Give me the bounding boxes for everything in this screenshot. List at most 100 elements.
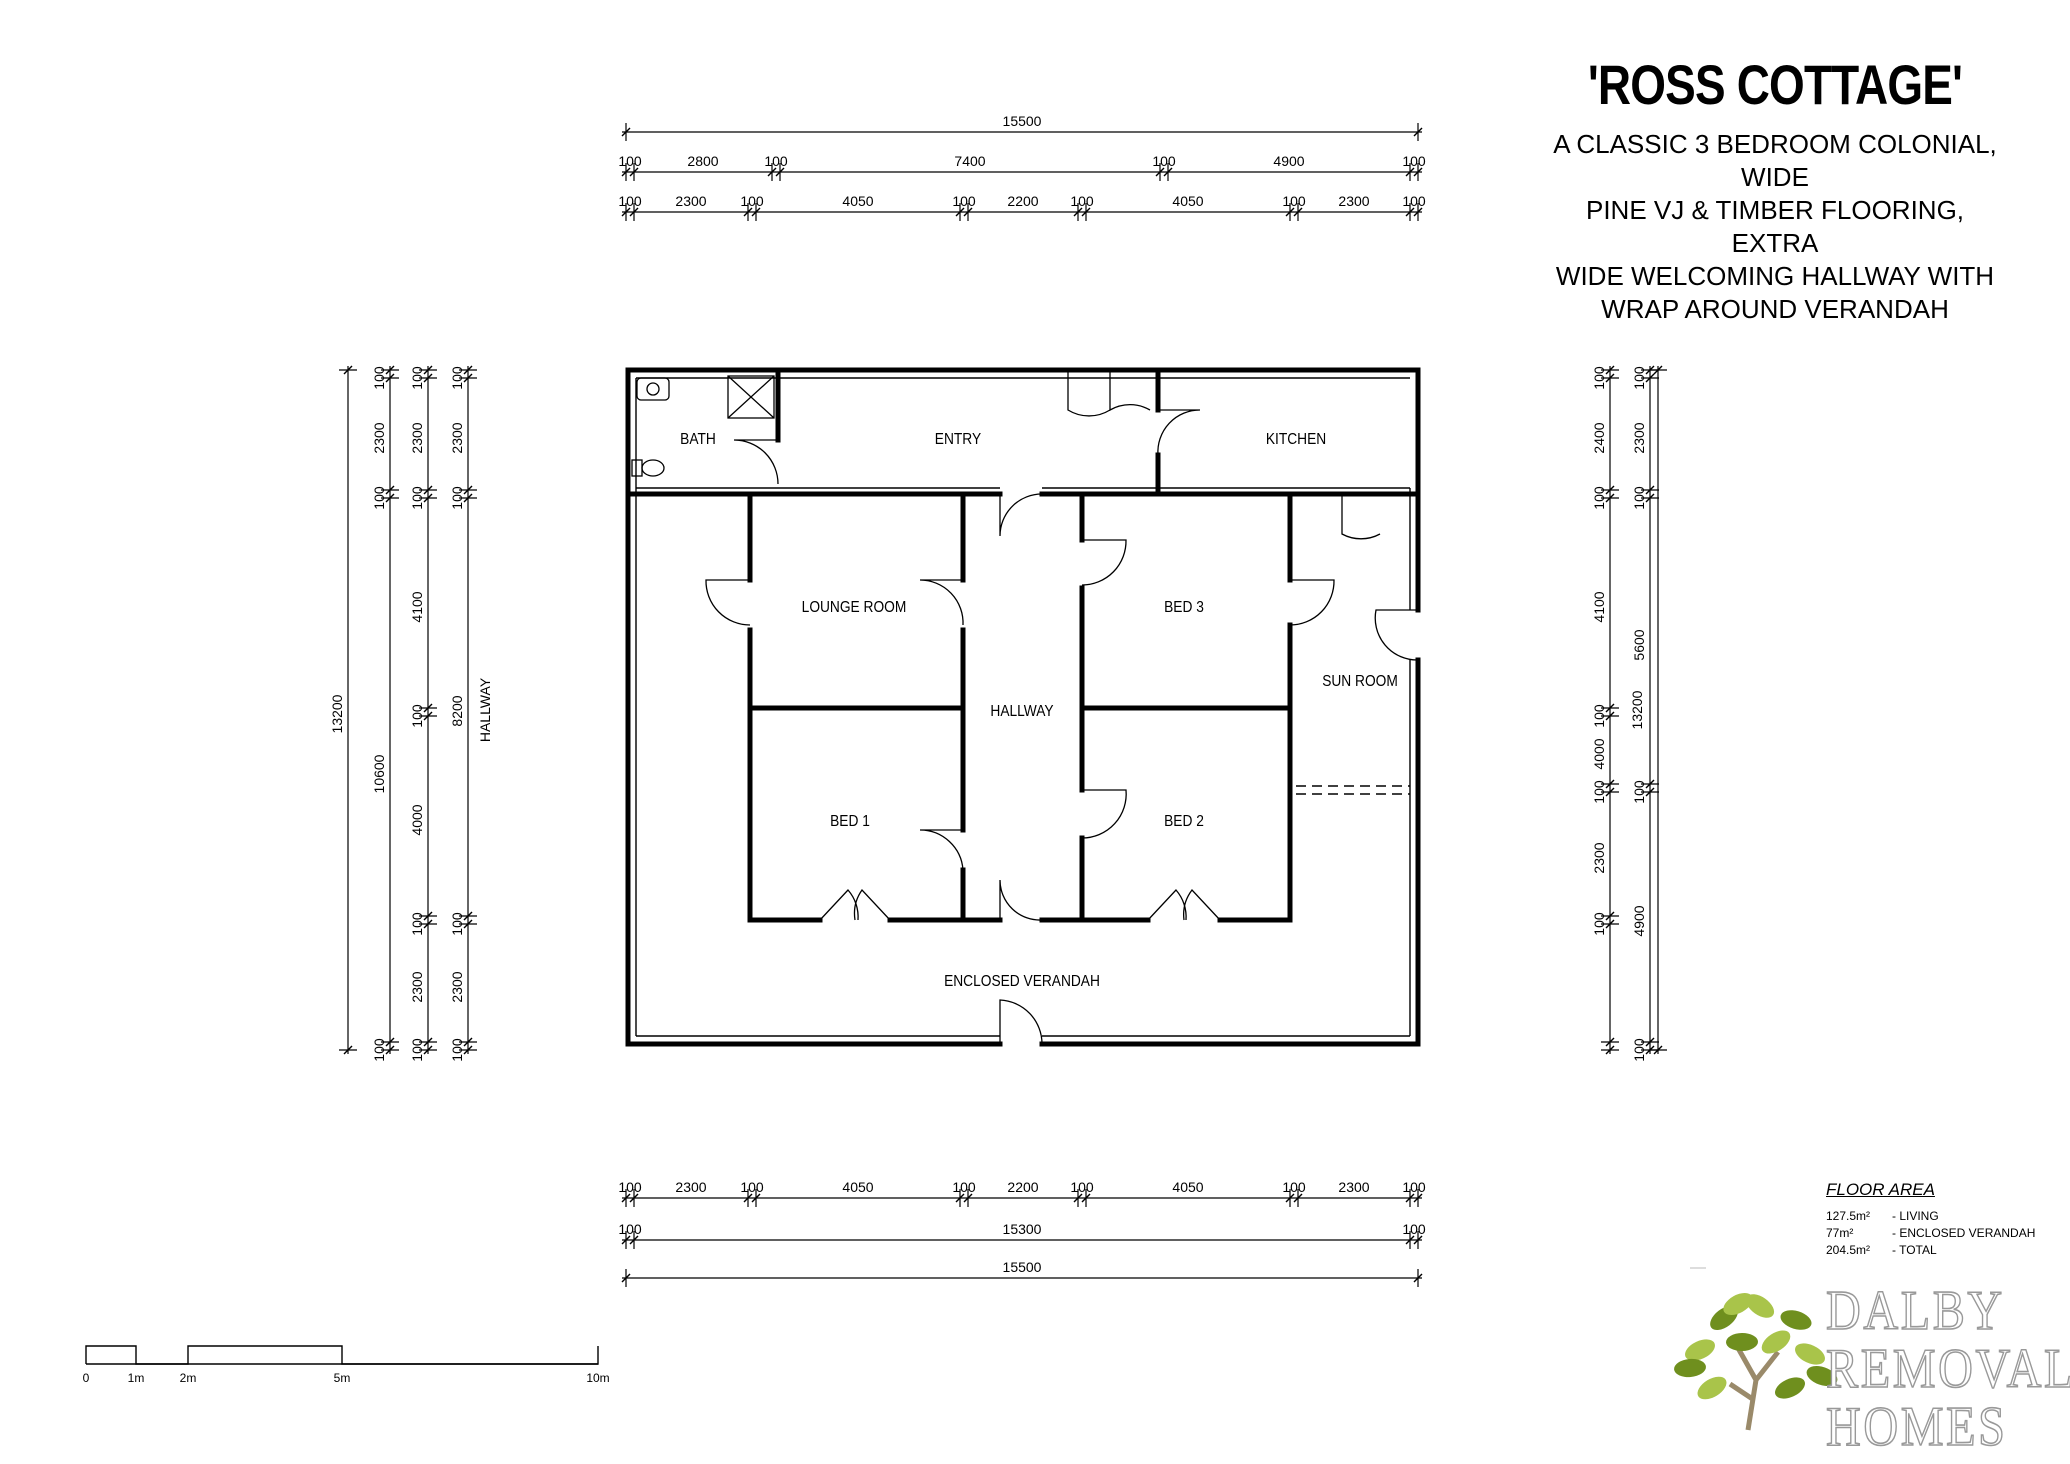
tree-leaf	[1775, 1377, 1805, 1399]
shower-icon	[727, 375, 775, 419]
dimension-label: 15500	[1003, 113, 1042, 129]
dimension-tick	[463, 493, 473, 503]
toilet-bowl-icon	[641, 459, 665, 477]
room-label: BED 3	[1164, 598, 1204, 616]
door-icon	[1341, 494, 1381, 540]
dimension-label: 100	[740, 1179, 764, 1195]
door-icon	[999, 493, 1043, 537]
dimension-label: 100	[449, 912, 465, 936]
room-label: ENCLOSED VERANDAH	[944, 972, 1100, 990]
dimension-label: 13200	[1629, 690, 1645, 729]
dimension-label: 100	[1070, 1179, 1094, 1195]
dimension-label: 100	[952, 193, 976, 209]
dimension-label: 100	[1402, 153, 1426, 169]
dimension-label: 100	[1631, 780, 1647, 804]
dimension-label: 100	[1631, 1038, 1647, 1062]
dimension-tick	[743, 1193, 753, 1203]
scale-bar-label: 0	[83, 1371, 90, 1385]
dimension-label: 100	[618, 1221, 642, 1237]
walls	[625, 367, 1421, 1047]
dimension-tick	[463, 1037, 473, 1047]
dimension-label: 100	[1402, 193, 1426, 209]
dimension-tick	[963, 1193, 973, 1203]
tree-leaf	[1674, 1358, 1706, 1378]
dimension-tick	[385, 365, 395, 375]
door-icon	[1183, 888, 1221, 921]
dimension-label: 100	[409, 366, 425, 390]
dimension-tick	[1405, 1193, 1415, 1203]
dimension-label: 100	[1591, 486, 1607, 510]
shower-cross-icon	[727, 375, 775, 419]
room-label: SUN ROOM	[1322, 672, 1398, 690]
dimension-tick	[1645, 1037, 1655, 1047]
dimension-label: 5600	[1631, 629, 1647, 660]
dimension-tick	[1645, 485, 1655, 495]
logo-line: DALBY	[1825, 1280, 2005, 1342]
dimension-label: 100	[449, 486, 465, 510]
tree-leaf	[1723, 1292, 1753, 1316]
scale-bar-label: 2m	[180, 1371, 197, 1385]
fixtures	[631, 375, 775, 477]
dimension-label: 100	[371, 486, 387, 510]
dimension-label: 2300	[1338, 193, 1369, 209]
logo-line: HOMES	[1825, 1396, 2008, 1458]
dimension-tick	[1413, 1235, 1423, 1245]
dimension-label: 100	[409, 704, 425, 728]
floor-area-label: - TOTAL	[1892, 1243, 1937, 1257]
dimension-tick	[1645, 493, 1655, 503]
door-icon	[1374, 609, 1419, 661]
floor-area-label: - LIVING	[1892, 1209, 1939, 1223]
room-label: BATH	[680, 430, 716, 448]
dimension-label: 2200	[1007, 1179, 1038, 1195]
dimension-tick	[1405, 167, 1415, 177]
dimension-tick	[1405, 1235, 1415, 1245]
dimension-tick	[1605, 493, 1615, 503]
room-label: BED 2	[1164, 812, 1204, 830]
dimension-tick	[463, 911, 473, 921]
dimension-label: 2300	[449, 422, 465, 453]
dimension-label: 100	[449, 366, 465, 390]
dimension-label: 2300	[409, 971, 425, 1002]
tree-leaf	[1761, 1330, 1791, 1354]
description-line: WRAP AROUND VERANDAH	[1601, 294, 1949, 324]
dimension-tick	[423, 1037, 433, 1047]
dimension-tick	[423, 1045, 433, 1055]
dimension-chain-left-1: 13200	[329, 365, 357, 1055]
dimension-label: 100	[449, 1038, 465, 1062]
dimension-tick	[1413, 127, 1423, 137]
dimension-label: 100	[409, 912, 425, 936]
scale-bar-label: 1m	[128, 1371, 145, 1385]
dimension-tick	[1605, 365, 1615, 375]
dimension-tick	[621, 1235, 631, 1245]
dimension-label: 100	[618, 1179, 642, 1195]
dimension-tick	[1073, 1193, 1083, 1203]
page-title: 'ROSS COTTAGE'	[1587, 53, 1963, 116]
dimension-tick	[629, 1235, 639, 1245]
dimension-tick	[1285, 1193, 1295, 1203]
door-icon	[1109, 370, 1151, 412]
dimension-chain-bottom-overall: 15500	[621, 1259, 1423, 1287]
dimension-label: 2800	[687, 153, 718, 169]
tree-leaf	[1795, 1343, 1825, 1365]
floor-area-heading: FLOOR AREA	[1826, 1180, 1935, 1199]
door-icon	[733, 439, 779, 485]
dimension-label: 4050	[842, 1179, 873, 1195]
dimension-tick	[1293, 207, 1303, 217]
dimension-label: 100	[618, 153, 642, 169]
dimension-label: 4100	[409, 591, 425, 622]
floor-area-row: 77m²- ENCLOSED VERANDAH	[1826, 1225, 2035, 1242]
dimension-label: 100	[1631, 366, 1647, 390]
door-icon	[1067, 370, 1111, 417]
toilet-cistern-icon	[631, 459, 643, 477]
sink-bowl-icon	[646, 382, 660, 396]
dimension-tick	[423, 711, 433, 721]
dimension-tick	[1653, 1045, 1663, 1055]
dimension-label: 2200	[1007, 193, 1038, 209]
dimension-tick	[385, 485, 395, 495]
dimension-label: 100	[740, 193, 764, 209]
dimension-label: 2300	[675, 193, 706, 209]
dimension-label: 100	[1402, 1179, 1426, 1195]
